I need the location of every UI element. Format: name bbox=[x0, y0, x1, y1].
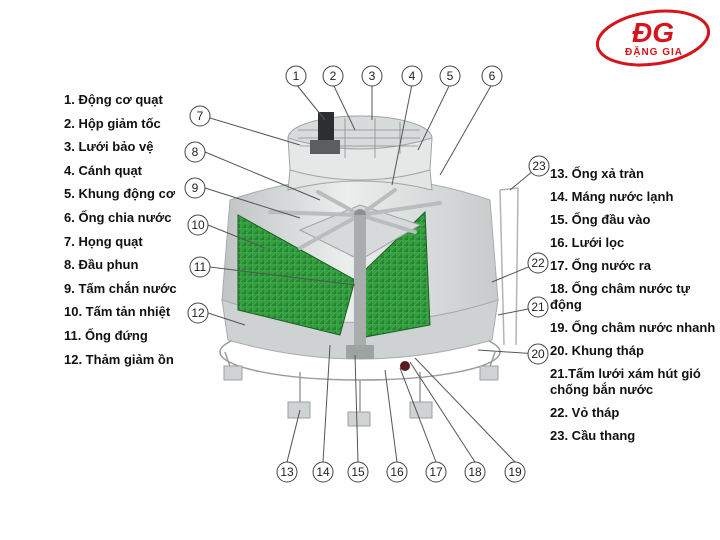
fan-blades bbox=[268, 188, 442, 250]
svg-text:1: 1 bbox=[293, 69, 300, 83]
callouts bbox=[184, 65, 550, 483]
callout-3 bbox=[361, 65, 383, 87]
callout-2 bbox=[322, 65, 344, 87]
legend-item-5: 5. Khung động cơ bbox=[64, 186, 176, 202]
valve bbox=[400, 361, 410, 371]
svg-text:6: 6 bbox=[489, 69, 496, 83]
callout-1 bbox=[285, 65, 307, 87]
legend-item-2: 2. Hộp giảm tốc bbox=[64, 115, 161, 131]
svg-text:12: 12 bbox=[191, 306, 205, 320]
callout-6 bbox=[481, 65, 503, 87]
legend-item-3: 3. Lưới bảo vệ bbox=[64, 139, 154, 155]
callout-13 bbox=[276, 461, 298, 483]
gear-box bbox=[310, 140, 340, 154]
legend-item-11: 11. Ống đứng bbox=[64, 327, 148, 343]
legend-item-21: 21.Tấm lưới xám hút gió chống bắn nước bbox=[550, 366, 701, 397]
fan-motor bbox=[318, 112, 334, 142]
svg-text:17: 17 bbox=[429, 465, 443, 479]
legend-item-18: 18. Ống châm nước tự động bbox=[550, 281, 691, 312]
callout-15 bbox=[347, 461, 369, 483]
svg-text:15: 15 bbox=[351, 465, 365, 479]
callout-14 bbox=[312, 461, 334, 483]
svg-text:19: 19 bbox=[508, 465, 522, 479]
riser-pipe bbox=[354, 215, 366, 355]
callout-numbers: 1 2 3 4 5 6 7 8 9 10 11 12 13 14 15 16 1… bbox=[191, 69, 546, 479]
legend-item-23: 23. Cầu thang bbox=[550, 428, 636, 443]
legend-item-4: 4. Cánh quạt bbox=[64, 162, 143, 178]
callout-20 bbox=[527, 343, 549, 365]
support-blocks bbox=[223, 365, 499, 427]
svg-text:11: 11 bbox=[194, 260, 207, 274]
svg-text:16: 16 bbox=[390, 465, 404, 479]
legend-item-6: 6. Ống chia nước bbox=[64, 209, 172, 225]
svg-text:22: 22 bbox=[531, 256, 545, 270]
callout-23 bbox=[528, 155, 550, 177]
legend-item-8: 8. Đầu phun bbox=[64, 257, 139, 273]
legend-item-7: 7. Họng quạt bbox=[64, 233, 143, 249]
callout-12 bbox=[187, 302, 209, 324]
legend-right: 13. Ống xả tràn 14. Máng nước lạnh 15. Ố… bbox=[550, 166, 718, 451]
svg-text:3: 3 bbox=[369, 69, 376, 83]
callout-19 bbox=[504, 461, 526, 483]
callout-17 bbox=[425, 461, 447, 483]
svg-text:18: 18 bbox=[468, 465, 482, 479]
callout-22 bbox=[527, 252, 549, 274]
legend-item-10: 10. Tấm tản nhiệt bbox=[64, 304, 171, 320]
fill-pack-left bbox=[237, 214, 356, 336]
logo-text: ĐẶNG GIA bbox=[625, 47, 683, 58]
svg-text:21: 21 bbox=[531, 300, 545, 314]
svg-text:8: 8 bbox=[192, 145, 199, 159]
svg-text:20: 20 bbox=[531, 347, 545, 361]
svg-text:9: 9 bbox=[192, 181, 199, 195]
callout-16 bbox=[386, 461, 408, 483]
ladder bbox=[499, 187, 519, 346]
callout-10 bbox=[187, 214, 209, 236]
callout-11 bbox=[189, 256, 211, 278]
dang-gia-logo: ĐG bbox=[595, 9, 711, 67]
legend-left: 1. Động cơ quạt 2. Hộp giảm tốc 3. Lưới … bbox=[64, 92, 244, 375]
svg-text:14: 14 bbox=[316, 465, 330, 479]
inlet-pipe bbox=[346, 345, 374, 359]
svg-text:4: 4 bbox=[409, 69, 416, 83]
legend-item-19: 19. Ống châm nước nhanh bbox=[550, 320, 716, 335]
callout-8 bbox=[184, 141, 206, 163]
svg-text:7: 7 bbox=[197, 109, 204, 123]
legend-item-13: 13. Ống xả tràn bbox=[550, 166, 644, 181]
legend-item-9: 9. Tấm chắn nước bbox=[64, 280, 177, 296]
svg-text:2: 2 bbox=[330, 69, 337, 83]
callout-18 bbox=[464, 461, 486, 483]
legend-item-1: 1. Động cơ quạt bbox=[64, 92, 163, 107]
leader-lines bbox=[204, 83, 540, 463]
svg-text:23: 23 bbox=[532, 159, 546, 173]
svg-text:10: 10 bbox=[191, 218, 205, 232]
callout-21 bbox=[527, 296, 549, 318]
callout-9 bbox=[184, 177, 206, 199]
callout-5 bbox=[439, 65, 461, 87]
callout-4 bbox=[401, 65, 423, 87]
legend-item-15: 15. Ống đầu vào bbox=[550, 212, 651, 227]
logo-mark: ĐG bbox=[632, 17, 674, 48]
legend-item-20: 20. Khung tháp bbox=[550, 343, 644, 358]
callout-7 bbox=[189, 105, 211, 127]
legend-item-17: 17. Ống nước ra bbox=[550, 258, 652, 273]
svg-text:13: 13 bbox=[280, 465, 294, 479]
legend-item-16: 16. Lưới lọc bbox=[550, 235, 625, 250]
legend-item-14: 14. Máng nước lạnh bbox=[550, 189, 674, 204]
legend-item-22: 22. Vỏ tháp bbox=[550, 405, 620, 420]
svg-text:5: 5 bbox=[447, 69, 454, 83]
legend-item-12: 12. Thảm giảm ồn bbox=[64, 351, 174, 367]
